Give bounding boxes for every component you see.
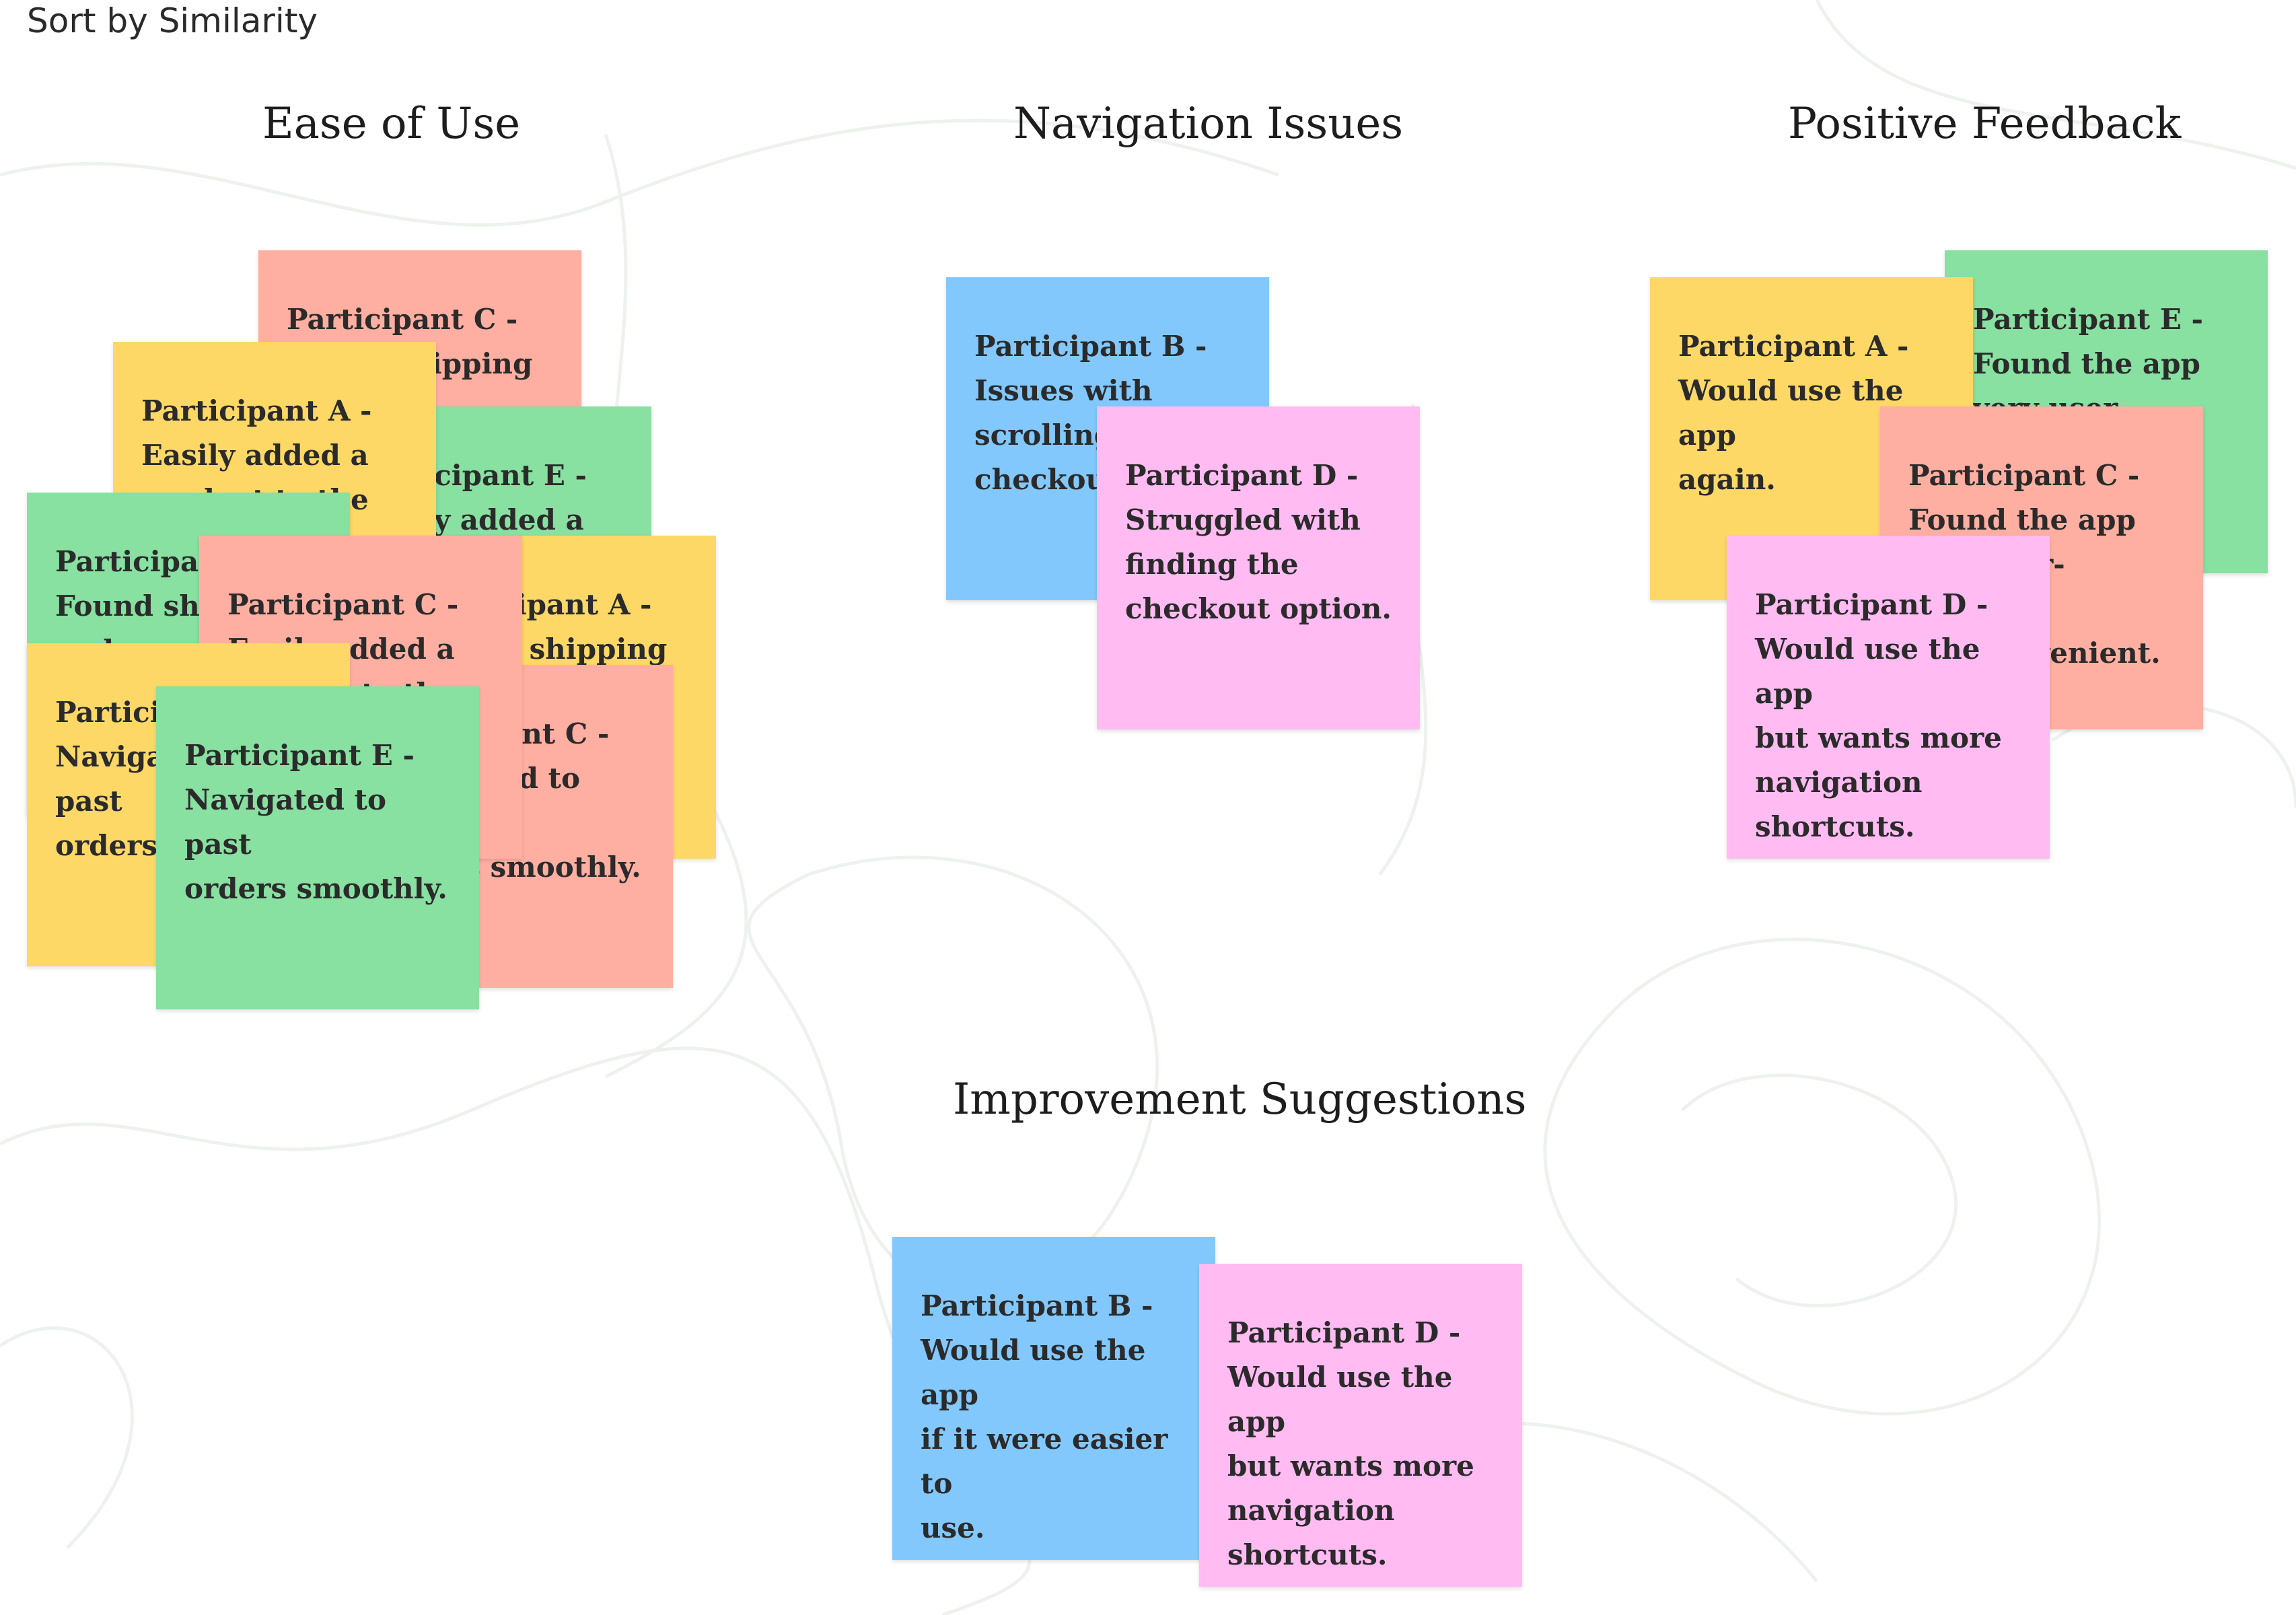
cluster-title-navigation-issues[interactable]: Navigation Issues [1013, 99, 1404, 149]
sticky-note-text: Participant D - Struggled with finding t… [1125, 459, 1392, 625]
sticky-note-text: Participant B - Would use the app if it … [921, 1289, 1168, 1544]
cluster-title-positive-feedback[interactable]: Positive Feedback [1788, 99, 2182, 149]
sticky-note[interactable]: Participant D - Would use the app but wa… [1727, 536, 2050, 859]
sticky-note[interactable]: Participant D - Struggled with finding t… [1097, 406, 1420, 729]
sticky-note-text: Participant A - Would use the app again. [1678, 330, 1909, 496]
sticky-note-text: Participant D - Would use the app but wa… [1755, 588, 2002, 843]
cluster-title-improvement-suggestions[interactable]: Improvement Suggestions [953, 1075, 1527, 1124]
sticky-note[interactable]: Participant D - Would use the app but wa… [1199, 1264, 1522, 1587]
sticky-note[interactable]: Participant E - Navigated to past orders… [156, 686, 479, 1009]
sort-by-similarity-label: Sort by Similarity [27, 1, 318, 40]
sticky-note-text: Participant E - Navigated to past orders… [184, 739, 447, 905]
sticky-note-text: Participant D - Would use the app but wa… [1227, 1316, 1474, 1571]
sticky-note[interactable]: Participant B - Would use the app if it … [892, 1237, 1215, 1560]
cluster-title-ease-of-use[interactable]: Ease of Use [262, 99, 521, 149]
